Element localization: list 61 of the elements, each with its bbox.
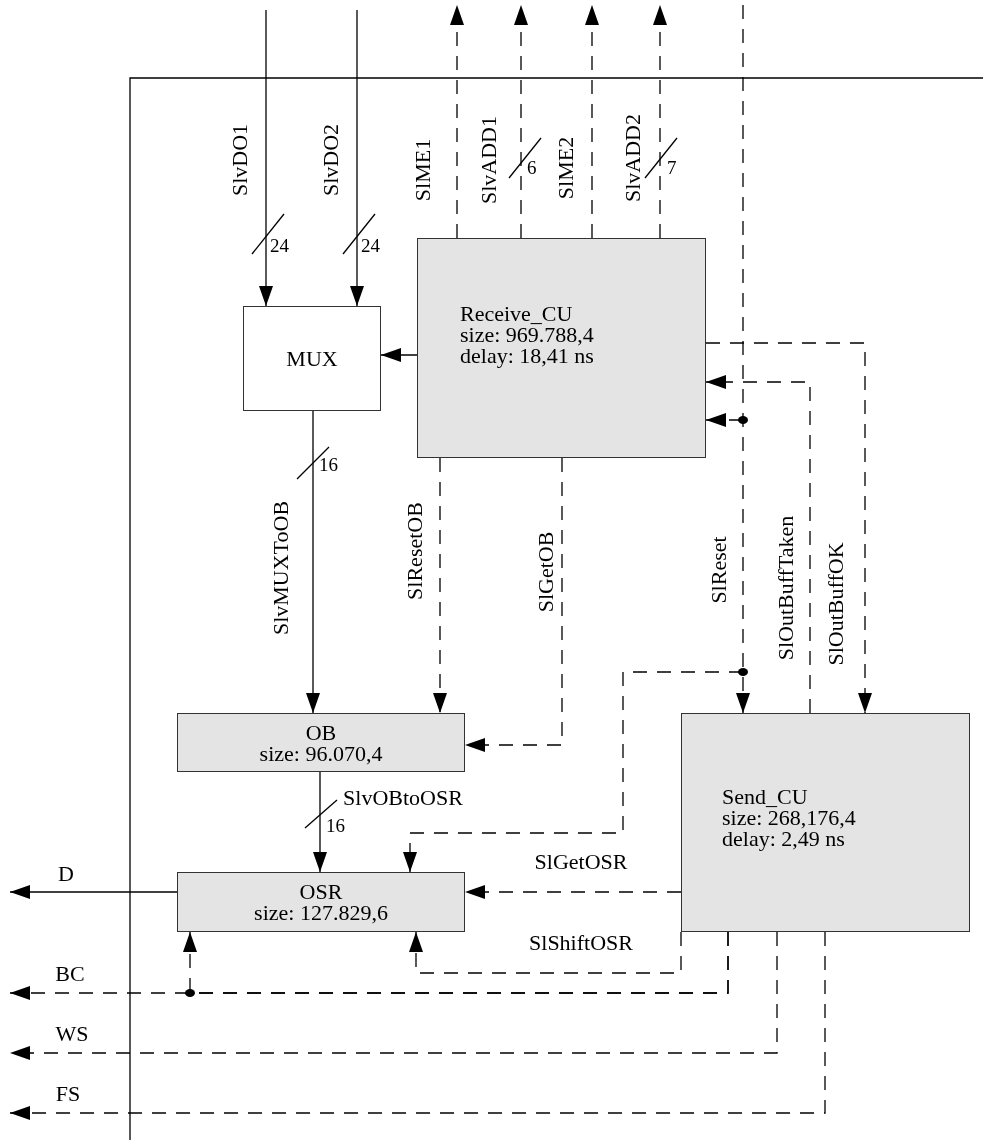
bus-width-label: 7: [667, 158, 677, 177]
signal-label: D: [58, 863, 74, 885]
signal-label: SlME1: [412, 138, 434, 202]
signal-arrow: [380, 348, 418, 362]
block-label: delay: 18,41 ns: [460, 345, 594, 366]
signal-label: WS: [55, 1023, 89, 1045]
bus-width-label: 6: [527, 158, 537, 177]
signal-label: BC: [55, 963, 85, 985]
signal-label: SlvADD2: [622, 114, 644, 202]
bus-width-label: 16: [319, 455, 338, 474]
mux-block: [243, 306, 381, 411]
signal-label: SlOutBuffOK: [825, 542, 847, 666]
dashed-signal-arrow: [9, 931, 826, 1120]
signal-label: SlGetOSR: [534, 851, 628, 873]
block-label: size: 969.788,4: [460, 324, 594, 345]
signal-label: SlResetOB: [404, 502, 426, 600]
block-label: size: 96.070,4: [259, 742, 383, 764]
dashed-signal-arrow: [705, 342, 872, 714]
dashed-signal-arrow: [464, 885, 682, 899]
dashed-signal-arrow: [409, 931, 682, 974]
dashed-signal-arrow: [450, 4, 464, 239]
signal-arrow: [306, 410, 320, 714]
dashed-signal-arrow: [9, 931, 778, 1060]
dashed-signal-arrow: [705, 375, 811, 714]
signal-label: SlME2: [555, 136, 577, 200]
signal-label: SlvMUXToOB: [270, 500, 292, 636]
component-block: [177, 713, 465, 772]
dashed-signal-arrow: [433, 457, 447, 714]
signal-label: SlShiftOSR: [529, 932, 633, 954]
component-block: [177, 872, 465, 932]
block-label: size: 127.829,6: [254, 902, 388, 923]
block-label: size: 268,176,4: [722, 807, 856, 828]
dashed-signal-arrow: [585, 4, 599, 239]
signal-arrow: [259, 9, 273, 307]
block-label: Receive_CU: [460, 303, 573, 324]
signal-label: SlvADD1: [478, 116, 500, 204]
dashed-signal-arrow: [736, 4, 750, 714]
component-block: [681, 713, 970, 932]
dashed-signal-arrow: [183, 931, 729, 994]
bus-width-label: 24: [270, 236, 289, 255]
block-label: OB: [305, 721, 337, 743]
signal-label: SlReset: [708, 536, 730, 604]
block-label: MUX: [286, 348, 338, 369]
block-label: OSR: [299, 881, 343, 902]
dashed-signal-arrow: [514, 4, 528, 239]
signal-label: SlGetOB: [535, 531, 557, 613]
signal-label: SlvDO2: [320, 123, 342, 197]
component-block: [417, 238, 706, 458]
signal-arrow: [9, 885, 178, 899]
signal-label: SlvOBtoOSR: [343, 787, 463, 809]
signal-arrow: [313, 771, 327, 873]
block-label: delay: 2,49 ns: [722, 828, 845, 849]
signal-label: SlvDO1: [229, 123, 251, 197]
bus-width-label: 16: [326, 816, 345, 835]
signal-arrow: [350, 9, 364, 307]
signal-label: SlOutBuffTaken: [775, 515, 797, 661]
dashed-signal-arrow: [464, 457, 563, 752]
signal-label: FS: [55, 1083, 81, 1105]
block-label: Send_CU: [722, 786, 808, 807]
dashed-signal-arrow: [653, 4, 667, 239]
bus-width-label: 24: [361, 236, 380, 255]
